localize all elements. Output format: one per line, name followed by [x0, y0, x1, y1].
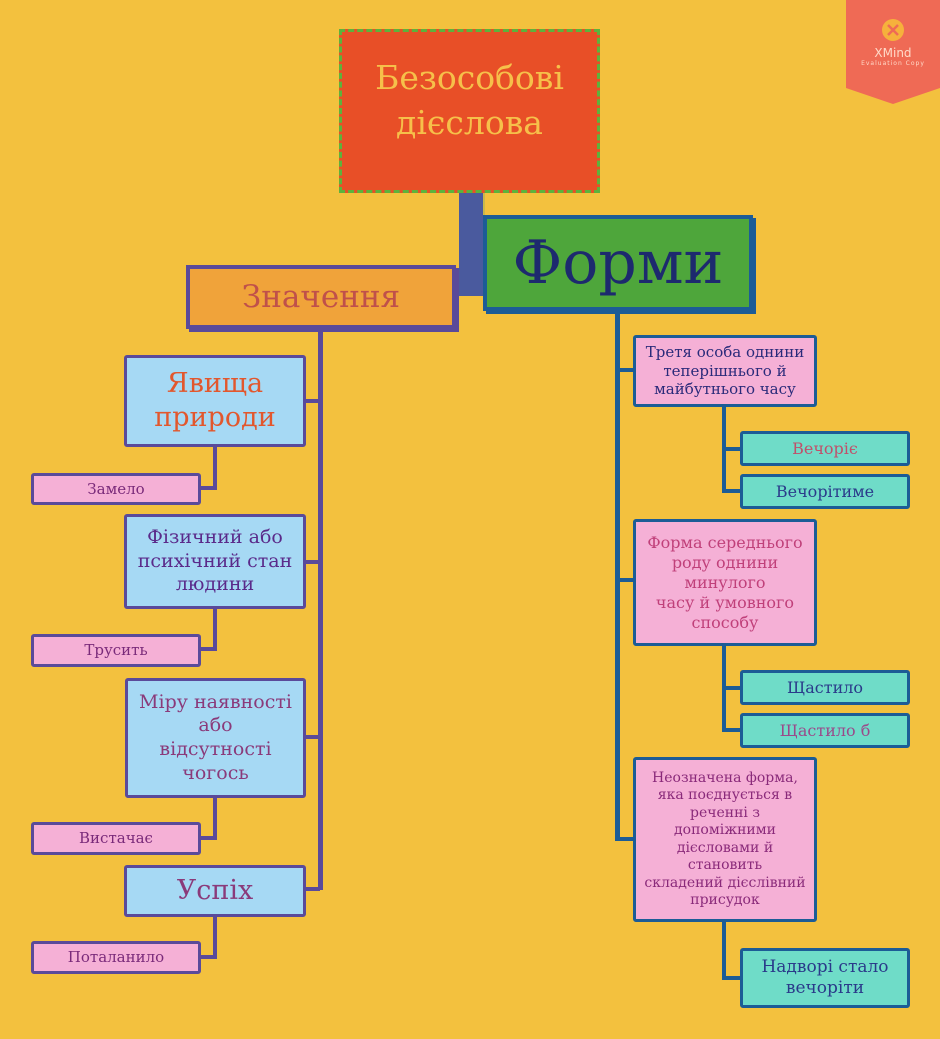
connector [724, 686, 742, 690]
example-vechoritume[interactable]: Вечорітиме [740, 474, 910, 509]
connector [305, 887, 320, 891]
topic-meaning[interactable]: Значення [186, 265, 456, 329]
connector [305, 399, 320, 403]
forms-neuter-past[interactable]: Форма середнього роду однини минулого ча… [633, 519, 817, 646]
connector [200, 486, 217, 490]
connector [724, 976, 742, 980]
meaning-nature[interactable]: Явища природи [124, 355, 306, 447]
connector [722, 922, 726, 980]
example-vechorie[interactable]: Вечоріє [740, 431, 910, 466]
example-zamelo[interactable]: Замело [31, 473, 201, 505]
watermark-note: Evaluation Copy [861, 60, 925, 67]
example-potalanylo[interactable]: Поталанило [31, 941, 201, 974]
connector [213, 797, 217, 840]
example-nadvori-stalo-vechority[interactable]: Надворі стало вечоріти [740, 948, 910, 1008]
root-connector-left [455, 282, 487, 296]
example-vystachaie[interactable]: Вистачає [31, 822, 201, 855]
forms-infinitive[interactable]: Неозначена форма, яка поєднується в рече… [633, 757, 817, 922]
forms-third-person[interactable]: Третя особа однини теперішнього й майбут… [633, 335, 817, 407]
meaning-trunk [318, 329, 323, 890]
connector [724, 728, 742, 732]
forms-trunk [615, 311, 620, 841]
connector [200, 836, 217, 840]
connector [618, 368, 635, 372]
watermark-brand: XMind [874, 46, 912, 60]
example-trusyt[interactable]: Трусить [31, 634, 201, 667]
meaning-measure[interactable]: Міру наявності або відсутності чогось [125, 678, 306, 798]
example-shchastylo-b[interactable]: Щастило б [740, 713, 910, 748]
connector [213, 447, 217, 490]
connector [618, 578, 635, 582]
example-shchastylo[interactable]: Щастило [740, 670, 910, 705]
root-connector [459, 190, 485, 290]
connector [724, 447, 742, 451]
connector [305, 735, 320, 739]
root-topic[interactable]: Безособові дієслова [339, 29, 600, 193]
connector [618, 837, 635, 841]
connector [213, 917, 217, 959]
connector [200, 955, 217, 959]
connector [213, 609, 217, 651]
xmind-badge [846, 0, 940, 104]
topic-forms[interactable]: Форми [483, 215, 753, 311]
connector [200, 647, 217, 651]
connector [724, 489, 742, 493]
meaning-human-state[interactable]: Фізичний або психічний стан людини [124, 514, 306, 609]
connector [305, 560, 320, 564]
meaning-success[interactable]: Успіх [124, 865, 306, 917]
